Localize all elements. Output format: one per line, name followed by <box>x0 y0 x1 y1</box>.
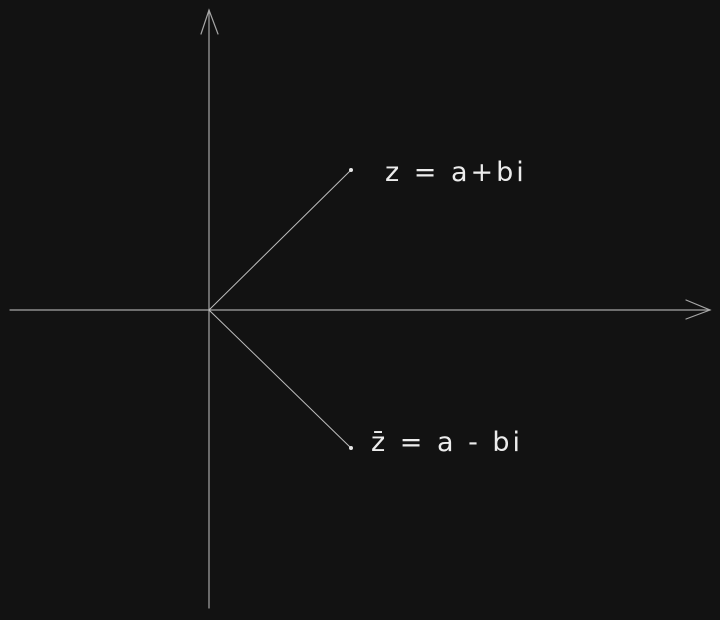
point-z-conjugate <box>349 446 353 450</box>
vector-z <box>208 169 352 311</box>
label-z-conjugate: z̄ = a - bi <box>371 427 523 458</box>
vector-z-conjugate <box>208 309 352 449</box>
real-axis-arrowhead <box>685 299 712 320</box>
label-z: z = a+bi <box>385 157 527 188</box>
imaginary-axis-arrowhead <box>200 8 219 35</box>
point-z <box>349 168 353 172</box>
